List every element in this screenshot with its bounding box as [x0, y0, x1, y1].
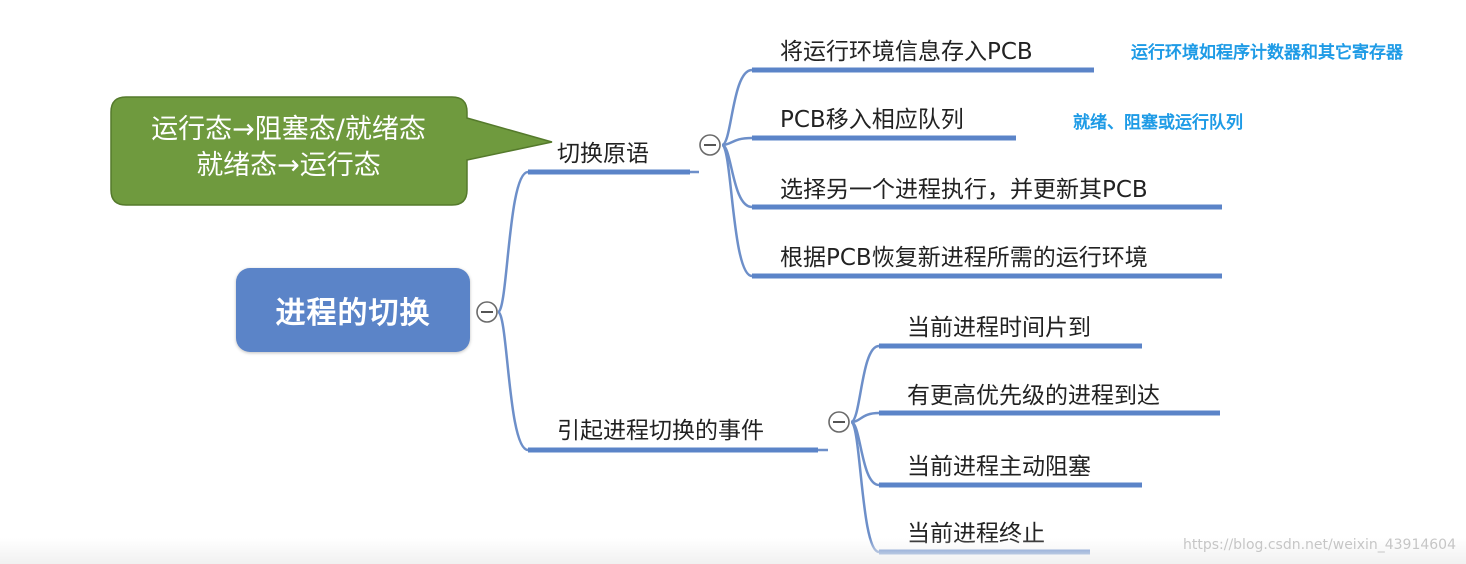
connector-d4 — [849, 420, 880, 554]
collapse-toggle-switch-primitive[interactable] — [699, 134, 721, 156]
leaf-node[interactable]: 当前进程时间片到 — [907, 315, 1091, 341]
callout-bubble — [110, 96, 553, 206]
callout-line: 就绪态→运行态 — [196, 150, 381, 181]
connector-c1 — [721, 68, 753, 147]
annotation-note: 运行环境如程序计数器和其它寄存器 — [1131, 43, 1403, 63]
collapse-toggle-switch-events[interactable] — [828, 411, 850, 433]
leaf-node[interactable]: 根据PCB恢复新进程所需的运行环境 — [780, 245, 1148, 271]
root-node[interactable]: 进程的切换 — [236, 268, 470, 352]
collapse-toggle-root[interactable] — [476, 301, 498, 323]
annotation-note: 就绪、阻塞或运行队列 — [1073, 113, 1243, 133]
branch-node-switch-events[interactable]: 引起进程切换的事件 — [557, 418, 764, 444]
leaf-node[interactable]: 将运行环境信息存入PCB — [780, 39, 1033, 65]
leaf-node[interactable]: 有更高优先级的进程到达 — [907, 383, 1160, 409]
leaf-node[interactable]: 选择另一个进程执行，并更新其PCB — [780, 177, 1148, 203]
callout-line: 运行态→阻塞态/就绪态 — [151, 114, 426, 145]
watermark: https://blog.csdn.net/weixin_43914604 — [1182, 537, 1456, 553]
root-connector-bottom — [496, 310, 529, 452]
leaf-node[interactable]: PCB移入相应队列 — [780, 107, 964, 133]
bottom-fade — [0, 538, 1466, 564]
branch-node-switch-primitive[interactable]: 切换原语 — [557, 141, 649, 167]
callout-text: 运行态→阻塞态/就绪态 就绪态→运行态 — [110, 112, 467, 184]
connector-d1 — [850, 344, 880, 424]
connector-c4 — [720, 143, 753, 278]
root-node-label: 进程的切换 — [275, 296, 431, 331]
root-connector-top — [496, 170, 529, 314]
leaf-node[interactable]: 当前进程主动阻塞 — [907, 454, 1091, 480]
